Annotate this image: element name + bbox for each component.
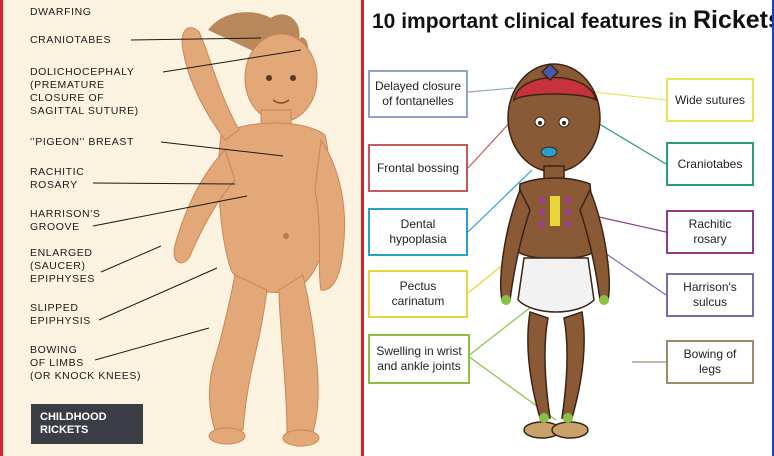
label-pigeon-breast: ''PIGEON'' BREAST bbox=[30, 136, 134, 149]
clinical-features-panel: 10 important clinical features in Ricket… bbox=[364, 0, 774, 456]
caption-childhood-rickets: CHILDHOOD RICKETS bbox=[31, 404, 143, 444]
label-harrisons-groove: HARRISON'S GROOVE bbox=[30, 208, 100, 234]
childhood-rickets-panel: DWARFING CRANIOTABES DOLICHOCEPHALY (PRE… bbox=[0, 0, 364, 456]
feature-box-swelling-wrist-ankle: Swelling in wrist and ankle joints bbox=[368, 334, 470, 384]
feature-box-craniotabes: Craniotabes bbox=[666, 142, 754, 186]
feature-box-frontal-bossing: Frontal bossing bbox=[368, 144, 468, 192]
label-slipped-epiphysis: SLIPPED EPIPHYSIS bbox=[30, 302, 91, 328]
feature-box-wide-sutures: Wide sutures bbox=[666, 78, 754, 122]
label-enlarged-epiphyses: ENLARGED (SAUCER) EPIPHYSES bbox=[30, 247, 95, 286]
feature-box-harrisons-sulcus: Harrison's sulcus bbox=[666, 273, 754, 317]
feature-box-rachitic-rosary: Rachitic rosary bbox=[666, 210, 754, 254]
feature-box-pectus-carinatum: Pectus carinatum bbox=[368, 270, 468, 318]
feature-box-delayed-closure: Delayed closure of fontanelles bbox=[368, 70, 468, 118]
label-craniotabes: CRANIOTABES bbox=[30, 34, 111, 47]
feature-box-dental-hypoplasia: Dental hypoplasia bbox=[368, 208, 468, 256]
feature-box-bowing-of-legs: Bowing of legs bbox=[666, 340, 754, 384]
label-dwarfing: DWARFING bbox=[30, 6, 92, 19]
label-dolichocephaly: DOLICHOCEPHALY (PREMATURE CLOSURE OF SAG… bbox=[30, 66, 139, 118]
label-rachitic-rosary: RACHITIC ROSARY bbox=[30, 166, 84, 192]
label-bowing-of-limbs: BOWING OF LIMBS (OR KNOCK KNEES) bbox=[30, 344, 141, 383]
